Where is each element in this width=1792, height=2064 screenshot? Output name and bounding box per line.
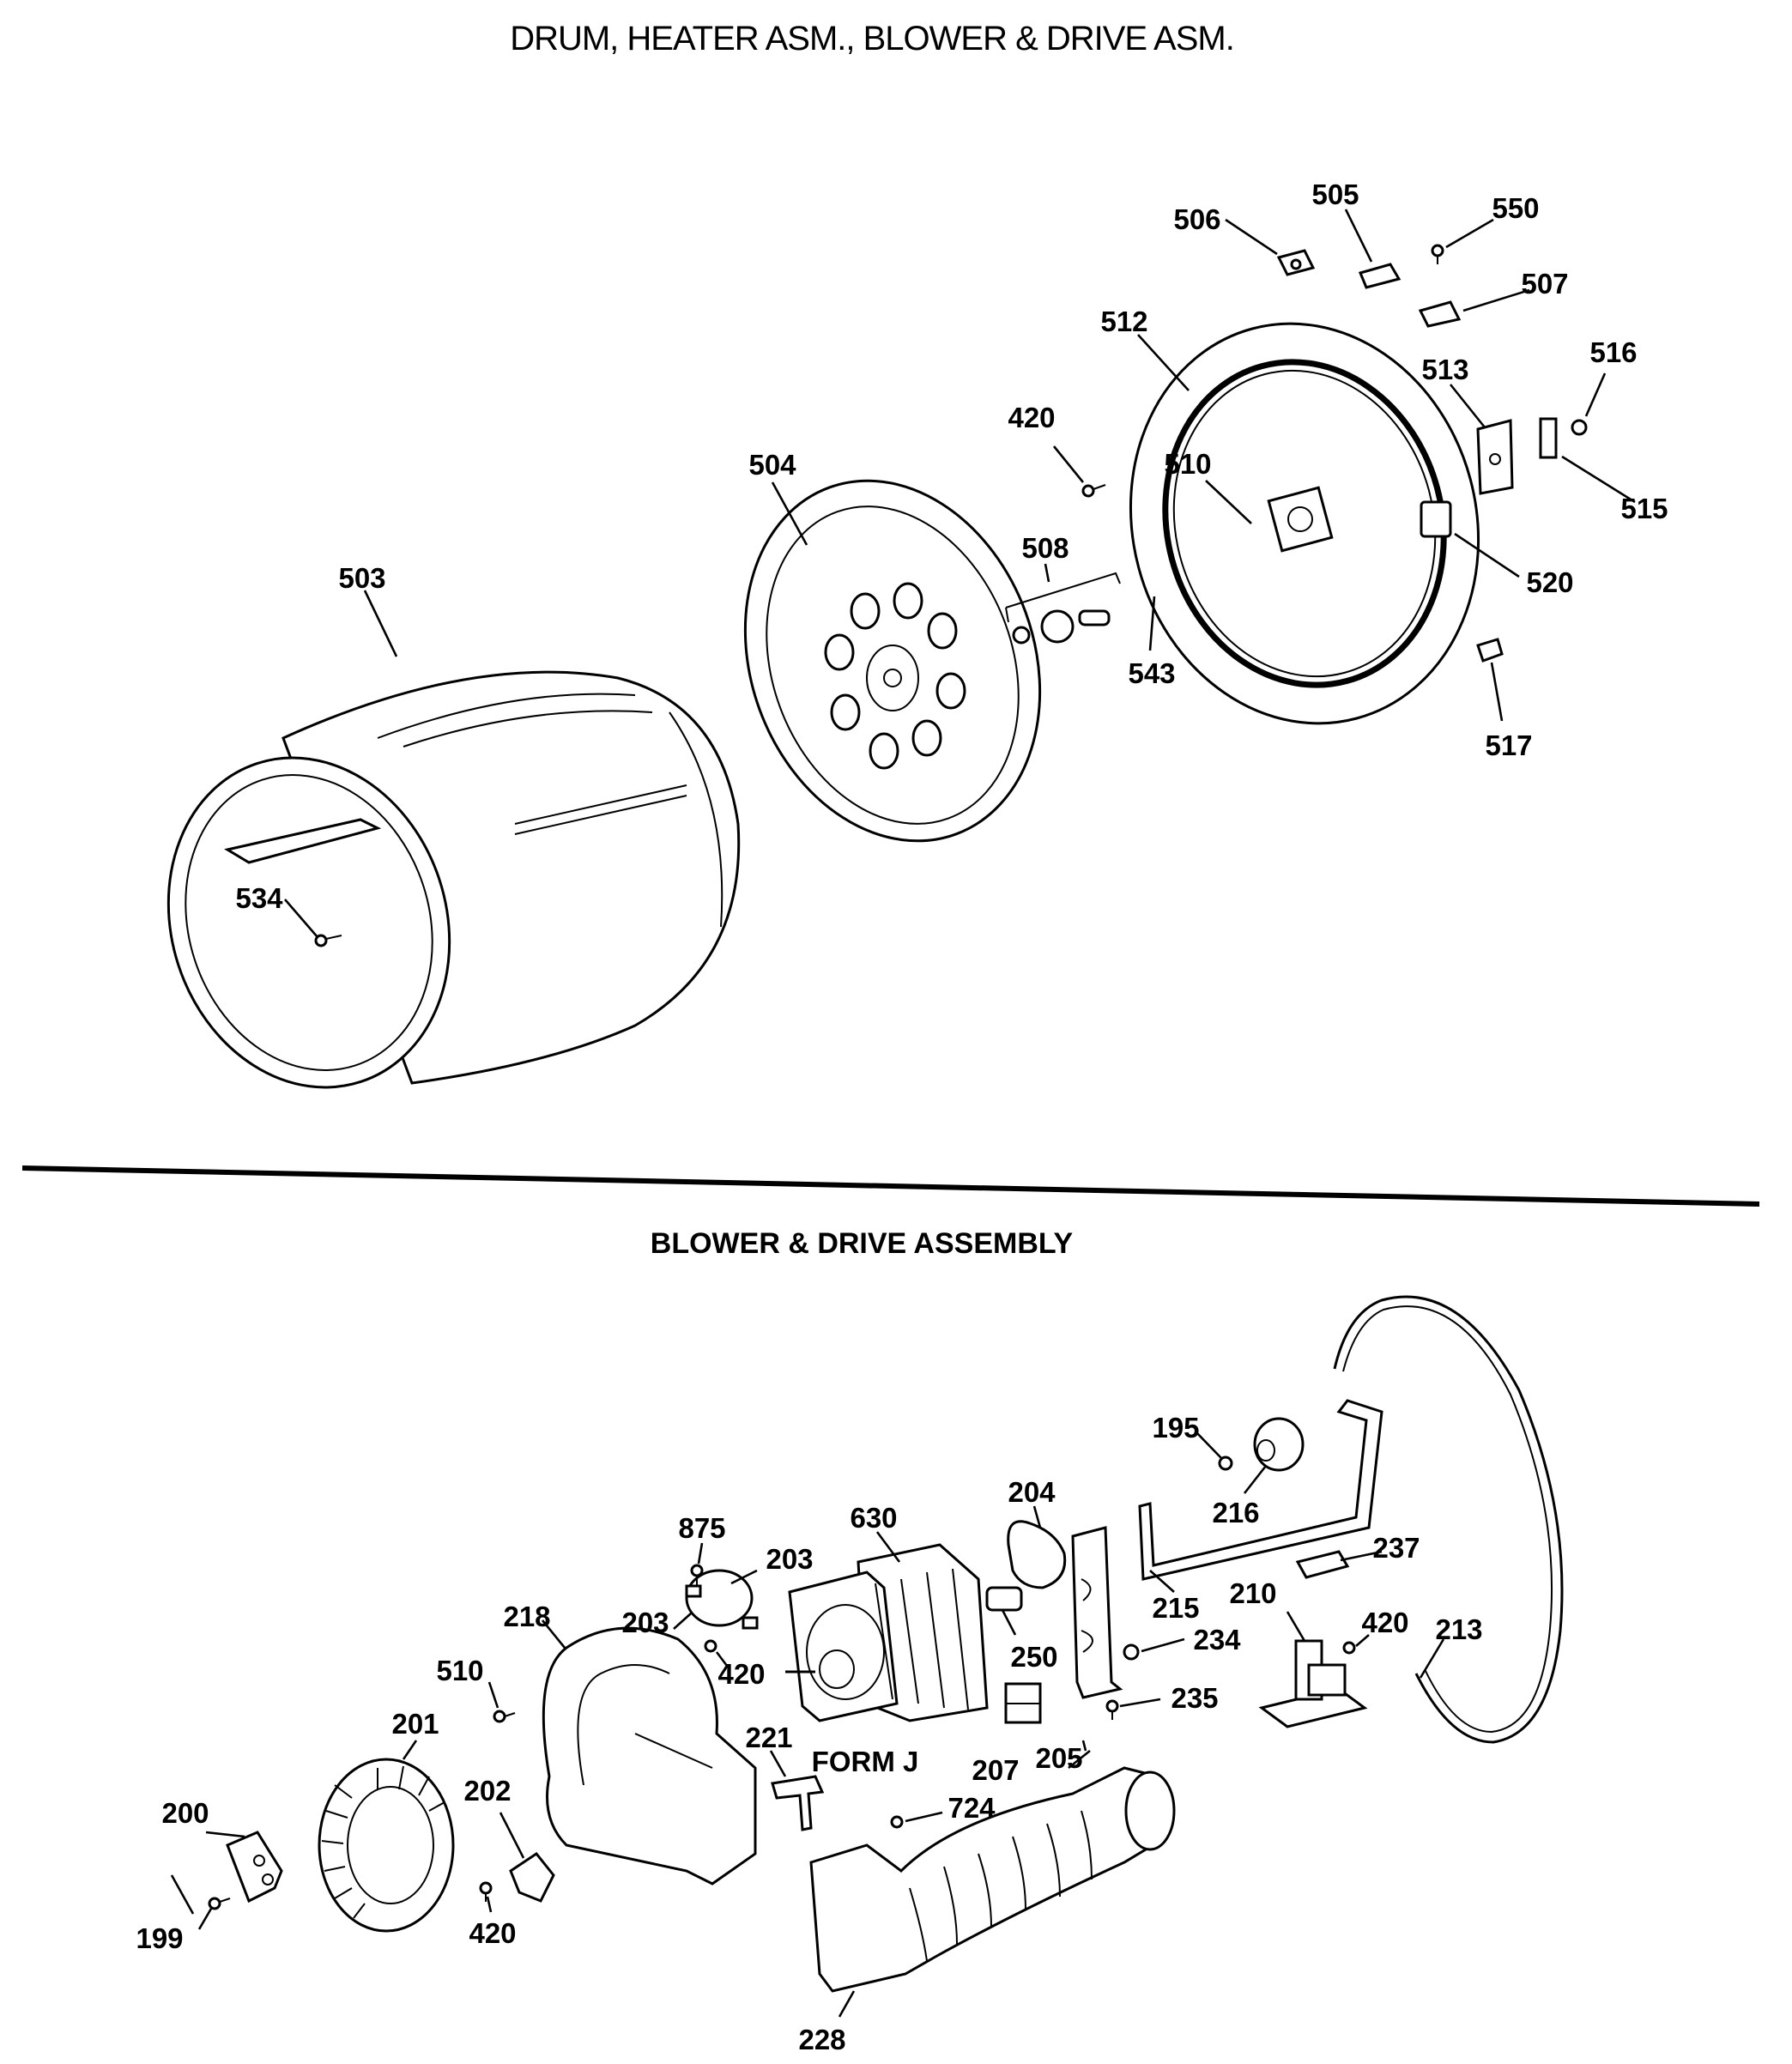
- callout-513: 513: [1421, 354, 1468, 385]
- screw-724: [890, 1815, 904, 1829]
- callout-237: 237: [1372, 1532, 1420, 1564]
- clip-517: [1476, 638, 1504, 663]
- callout-420-bottom: 420: [469, 1917, 516, 1949]
- callout-205: 205: [1035, 1742, 1082, 1774]
- callout-210: 210: [1229, 1577, 1276, 1609]
- callout-517: 517: [1485, 729, 1532, 761]
- thermostat-505: [1358, 263, 1402, 289]
- blower-wheel: [318, 1758, 455, 1933]
- callout-505: 505: [1311, 179, 1359, 210]
- screw-534: [314, 934, 342, 947]
- callout-516: 516: [1589, 336, 1637, 368]
- callout-234: 234: [1193, 1624, 1241, 1655]
- screw-199: [208, 1897, 231, 1910]
- callout-724: 724: [947, 1792, 996, 1824]
- fuse-515: [1539, 417, 1558, 459]
- lower-leader-lines: [170, 1432, 1445, 2018]
- callout-520: 520: [1526, 566, 1573, 598]
- switch-210: [1258, 1639, 1368, 1728]
- callout-507: 507: [1521, 268, 1568, 300]
- thermostat-506: [1276, 249, 1316, 276]
- callout-250: 250: [1010, 1641, 1057, 1673]
- callout-213: 213: [1435, 1613, 1482, 1645]
- callout-203-lower: 203: [621, 1607, 669, 1638]
- idler-arm: [1138, 1399, 1383, 1581]
- drive-belt: [1333, 1295, 1564, 1744]
- bracket-200: [226, 1831, 283, 1904]
- drum-rear-wheel: [743, 479, 1042, 843]
- callout-199: 199: [136, 1922, 183, 1954]
- bracket-205: [1071, 1526, 1123, 1699]
- callout-207: 207: [972, 1754, 1019, 1786]
- callout-420-right: 420: [1361, 1607, 1408, 1638]
- screw-420-right: [1342, 1641, 1356, 1655]
- callout-504: 504: [748, 449, 796, 481]
- callout-221: 221: [745, 1722, 792, 1753]
- callout-195: 195: [1152, 1412, 1199, 1444]
- callout-228: 228: [798, 2024, 845, 2055]
- callout-534: 534: [235, 882, 283, 914]
- part-221: [771, 1775, 825, 1831]
- form-label: FORM J: [812, 1746, 919, 1777]
- callout-216: 216: [1212, 1497, 1259, 1528]
- callout-543: 543: [1128, 657, 1175, 689]
- screw-875: [690, 1564, 704, 1586]
- section-title: BLOWER & DRIVE ASSEMBLY: [651, 1227, 1074, 1260]
- screw-420-bottom: [479, 1881, 493, 1902]
- callout-235: 235: [1171, 1682, 1218, 1714]
- part-202: [509, 1851, 555, 1903]
- callout-200: 200: [161, 1797, 209, 1829]
- nut-234: [1123, 1643, 1140, 1661]
- screw-420-mid: [704, 1639, 717, 1653]
- thermostat-507: [1418, 300, 1462, 328]
- callout-510-bottom: 510: [436, 1655, 483, 1686]
- motor-mount-204: [1007, 1520, 1067, 1589]
- callout-420-mid: 420: [717, 1658, 765, 1690]
- callout-215: 215: [1152, 1592, 1199, 1624]
- nut-516: [1571, 419, 1588, 436]
- switch-237: [1295, 1550, 1350, 1579]
- screw-235: [1105, 1699, 1119, 1720]
- callout-550: 550: [1492, 192, 1539, 224]
- sensor-520: [1420, 500, 1452, 538]
- shaft-bearing: [1005, 572, 1165, 645]
- callout-515: 515: [1620, 493, 1668, 524]
- section-divider: [21, 1165, 1760, 1207]
- callout-508: 508: [1021, 532, 1069, 564]
- diagram-title: DRUM, HEATER ASM., BLOWER & DRIVE ASM.: [510, 20, 1234, 58]
- washer-195: [1218, 1456, 1233, 1471]
- drum: [166, 670, 741, 1089]
- callout-203-upper: 203: [766, 1543, 813, 1575]
- upper-leader-lines: [284, 209, 1636, 938]
- bracket-513: [1476, 419, 1514, 495]
- callout-630: 630: [850, 1502, 897, 1534]
- exhaust-duct: [809, 1766, 1176, 1993]
- callout-204: 204: [1008, 1476, 1056, 1508]
- callout-218: 218: [503, 1601, 550, 1632]
- switch-207: [1004, 1682, 1042, 1724]
- drive-motor: [785, 1543, 1023, 1722]
- callout-503: 503: [338, 562, 385, 594]
- idler-pulley: [1253, 1417, 1305, 1472]
- callout-875: 875: [678, 1512, 725, 1544]
- screw-510-bottom: [493, 1710, 516, 1723]
- callout-201: 201: [391, 1708, 439, 1740]
- callout-202: 202: [463, 1775, 511, 1807]
- screw-420-top: [1081, 484, 1106, 498]
- callout-420-top: 420: [1008, 402, 1055, 433]
- callout-506: 506: [1173, 203, 1220, 235]
- callout-510-top: 510: [1164, 448, 1211, 480]
- screw-550: [1431, 244, 1444, 264]
- callout-512: 512: [1100, 306, 1147, 337]
- rear-panel: [1129, 322, 1480, 725]
- motor-clamp-203: [685, 1569, 759, 1630]
- blower-housing: [542, 1626, 757, 1885]
